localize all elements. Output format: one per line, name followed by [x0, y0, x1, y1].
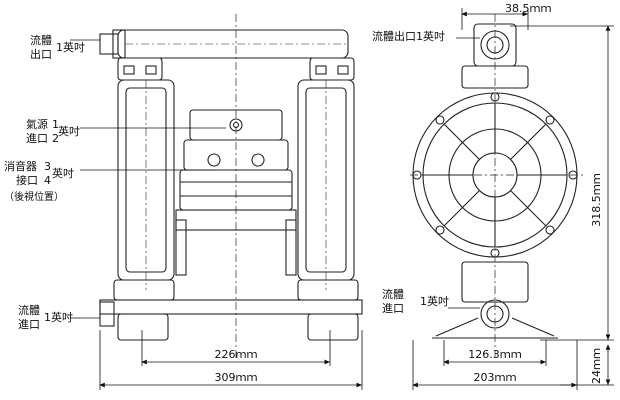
- dim-overall-width-front: 309ｍｍ: [215, 371, 258, 384]
- muffler-num1: 3: [44, 160, 51, 173]
- dimension-lines: [70, 8, 614, 390]
- dim-inlet-height: 24ｍｍ: [590, 348, 603, 384]
- fluid-inlet-left-line2: 進口: [18, 318, 40, 331]
- air-source-num1: 1: [52, 118, 59, 131]
- air-source-line2: 進口: [26, 132, 48, 145]
- air-source-line1: 氣源: [26, 117, 48, 131]
- dim-inner-width-front: 226ｍｍ: [215, 348, 258, 361]
- fluid-inlet-right-line1: 流體: [382, 287, 404, 301]
- fluid-outlet-left-line2: 出口: [30, 47, 52, 61]
- air-source-num2: 2: [52, 132, 59, 145]
- fluid-outlet-left-size: 1英吋: [56, 40, 85, 54]
- muffler-line2: 接口: [16, 174, 38, 187]
- muffler-num2: 4: [44, 174, 51, 187]
- fluid-inlet-right-line2: 進口: [382, 302, 404, 315]
- muffler-size: 英吋: [52, 166, 74, 180]
- rear-view-note: （後視位置）: [4, 190, 64, 203]
- air-source-size: 英吋: [58, 124, 80, 138]
- dim-base-width-side: 126.3ｍｍ: [468, 348, 522, 361]
- labels: 流體 出口 1英吋 氣源 進口 1 2 英吋 消音器 接口 3 4 英吋 （後視…: [4, 2, 603, 384]
- fluid-outlet-right: 流體出口1英吋: [372, 29, 445, 43]
- dim-top-width: 38.5ｍｍ: [505, 2, 552, 15]
- fluid-outlet-left-line1: 流體: [30, 33, 52, 47]
- front-view: [99, 14, 363, 360]
- fluid-inlet-left-size: 1英吋: [44, 310, 73, 324]
- dim-height: 318.5ｍｍ: [590, 173, 603, 227]
- muffler-line1: 消音器: [4, 159, 37, 173]
- side-view: [410, 14, 585, 360]
- fluid-inlet-right-size: 1英吋: [420, 294, 449, 308]
- fluid-inlet-left-line1: 流體: [18, 303, 40, 317]
- dim-overall-width-side: 203ｍｍ: [474, 371, 517, 384]
